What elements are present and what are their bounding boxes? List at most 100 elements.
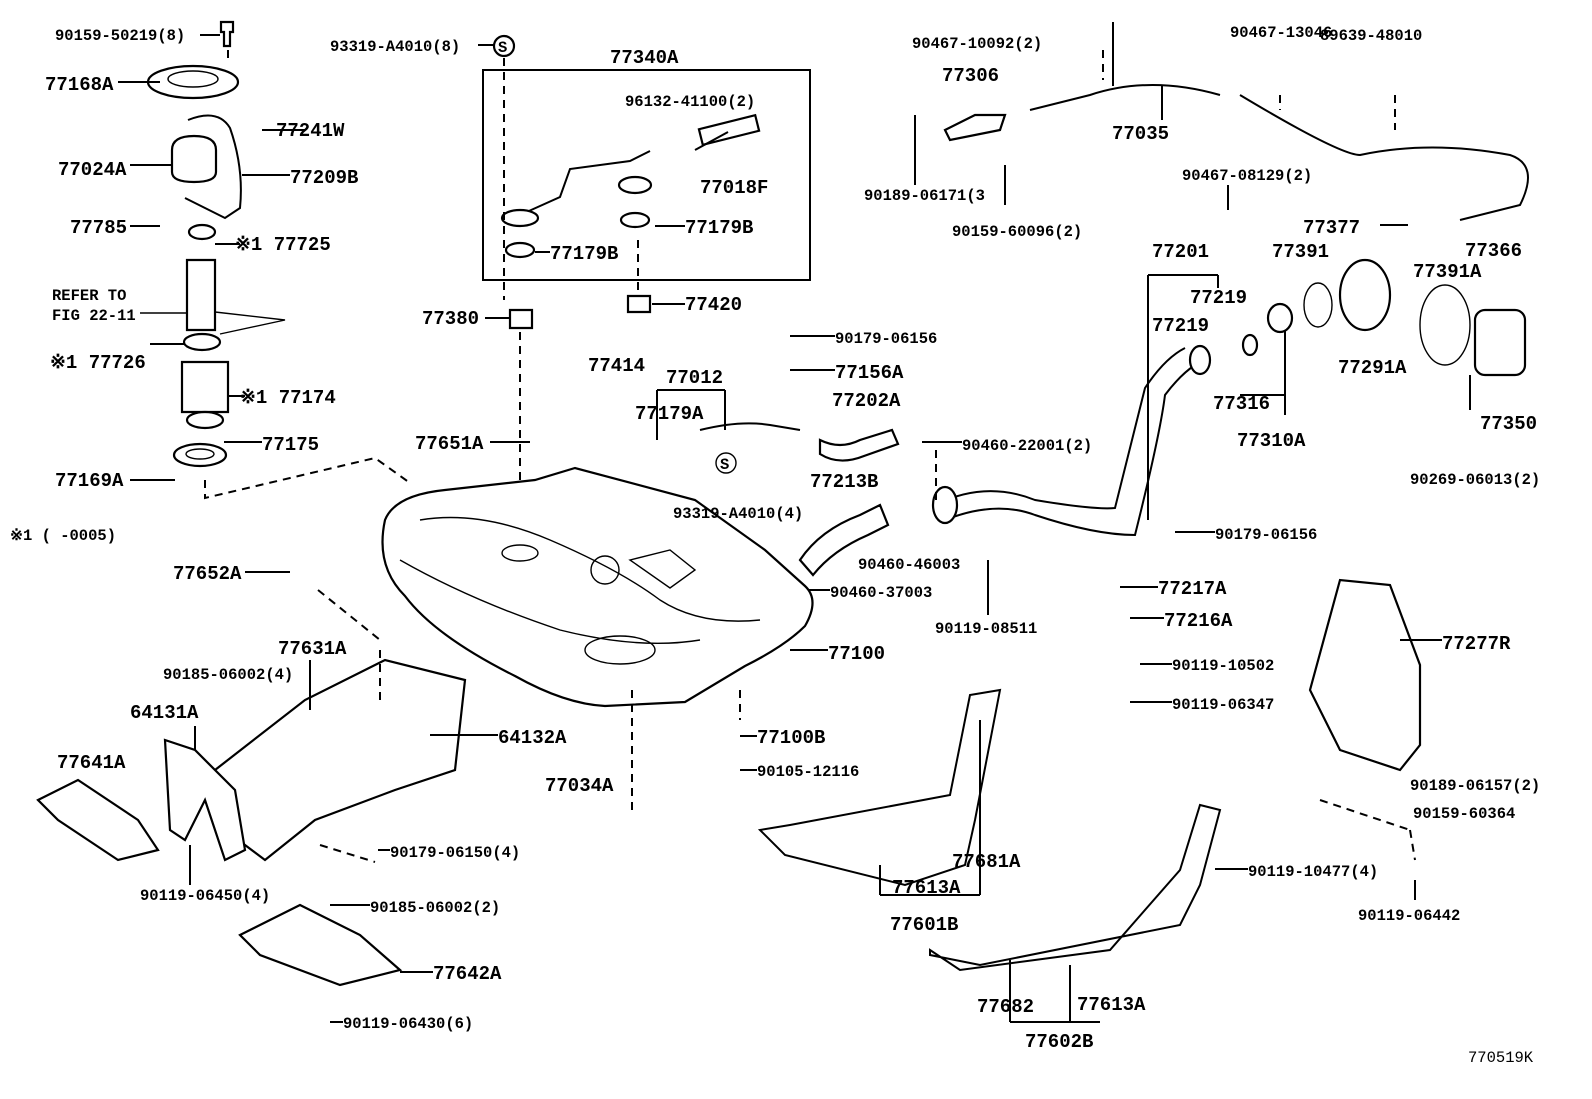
- bracket-64131A: [163, 738, 247, 862]
- part-label: 77366: [1465, 240, 1522, 262]
- part-label: 77340A: [610, 47, 679, 69]
- heat-insulator-77641A: [36, 778, 160, 862]
- fuel-filler-door-77350: [1473, 308, 1527, 377]
- part-label: 77168A: [45, 74, 114, 96]
- ring-77391: [1303, 282, 1333, 328]
- refer-note-line1: REFER TO: [52, 287, 126, 305]
- part-label: ※1 77725: [235, 234, 331, 256]
- part-label: 77100B: [757, 727, 825, 749]
- part-label: 77024A: [58, 159, 127, 181]
- part-label: 90119-06450(4): [140, 887, 270, 905]
- figure-code: 770519K: [1468, 1049, 1534, 1067]
- strap-77601B: [757, 688, 1002, 887]
- part-label: 77414: [588, 355, 645, 377]
- part-label: 90460-37003: [830, 584, 932, 602]
- part-label: 77277R: [1442, 633, 1511, 655]
- part-label: 77391A: [1413, 261, 1482, 283]
- part-label: 77613A: [1077, 994, 1146, 1016]
- part-label: 90159-60364: [1413, 805, 1515, 823]
- grommet-77380: [508, 308, 534, 330]
- part-label: 77100: [828, 643, 885, 665]
- s-marker: S: [498, 39, 507, 57]
- hose-77018F: [697, 113, 761, 147]
- fuel-tank-77100: [381, 466, 814, 708]
- part-label: 90159-60096(2): [952, 223, 1082, 241]
- bolt-90159-50219: [219, 20, 235, 48]
- part-label: 90467-08129(2): [1182, 167, 1312, 185]
- part-label: 90119-06347: [1172, 696, 1274, 714]
- part-label: 89639-48010: [1320, 27, 1422, 45]
- part-label: 77213B: [810, 471, 878, 493]
- part-label: 77316: [1213, 393, 1270, 415]
- gasket-77726: [182, 332, 222, 352]
- part-label: 77642A: [433, 963, 502, 985]
- part-label: 77651A: [415, 433, 484, 455]
- ring-77391A: [1419, 284, 1471, 366]
- lever-77306: [943, 113, 1007, 142]
- part-label: 77241W: [276, 120, 345, 142]
- part-label: 77306: [942, 65, 999, 87]
- part-label: 77601B: [890, 914, 958, 936]
- part-label: 90119-10477(4): [1248, 863, 1378, 881]
- part-label: 77380: [422, 308, 479, 330]
- part-label: 90467-13046: [1230, 24, 1332, 42]
- part-label: 77179B: [685, 217, 753, 239]
- part-label: 77391: [1272, 241, 1329, 263]
- cap-77291A: [1338, 258, 1392, 332]
- part-label: 90179-06150(4): [390, 844, 520, 862]
- heat-insulator-77642A: [238, 903, 403, 987]
- part-label: 77201: [1152, 241, 1209, 263]
- part-label: 77034A: [545, 775, 614, 797]
- part-label: 90179-06156: [1215, 526, 1317, 544]
- part-label: 77169A: [55, 470, 124, 492]
- part-label: 77420: [685, 294, 742, 316]
- part-label: 77219: [1190, 287, 1247, 309]
- shield-77631A: [213, 658, 467, 862]
- clip-77175: [185, 410, 225, 430]
- part-label: ※1 77174: [240, 387, 336, 409]
- part-label: 90467-10092(2): [912, 35, 1042, 53]
- leader-lines: [118, 22, 1471, 1023]
- sender-assembly-box-77340A: [482, 69, 811, 281]
- part-labels: 90159-50219(8) 77168A 77241W 77024A 77209B 77…: [45, 24, 1540, 1053]
- fuel-pump: [185, 258, 217, 332]
- part-label: 77156A: [835, 362, 904, 384]
- part-label: 77613A: [892, 877, 961, 899]
- part-label: 90119-06442: [1358, 907, 1460, 925]
- part-label: 90119-08511: [935, 620, 1037, 638]
- footnote: ※1 ( -0005): [10, 527, 116, 545]
- part-label: 77681A: [952, 851, 1021, 873]
- gasket-77169A: [172, 442, 228, 468]
- fuel-filter-77024A: [170, 134, 218, 184]
- part-label: 90159-50219(8): [55, 27, 185, 45]
- part-label: 77602B: [1025, 1031, 1093, 1053]
- part-label: 90119-06430(6): [343, 1015, 473, 1033]
- part-label: 90460-22001(2): [962, 437, 1092, 455]
- part-label: 77035: [1112, 123, 1169, 145]
- part-label: 77350: [1480, 413, 1537, 435]
- part-label: 77216A: [1164, 610, 1233, 632]
- s-marker: S: [720, 456, 729, 474]
- part-label: ※1 77726: [50, 352, 146, 374]
- part-label: 64132A: [498, 727, 567, 749]
- filter-77174: [180, 360, 230, 414]
- part-label: 77641A: [57, 752, 126, 774]
- hose-77213B: [798, 503, 890, 577]
- part-label: 77179B: [550, 243, 618, 265]
- part-label: 77175: [262, 434, 319, 456]
- part-label: 77202A: [832, 390, 901, 412]
- refer-note-line2: FIG 22-11: [52, 307, 136, 325]
- part-label: 90460-46003: [858, 556, 960, 574]
- protector-77277R: [1308, 578, 1422, 772]
- part-label: 77219: [1152, 315, 1209, 337]
- part-label: 77682: [977, 996, 1034, 1018]
- part-label: 77217A: [1158, 578, 1227, 600]
- part-label: 90185-06002(4): [163, 666, 293, 684]
- part-label: 93319-A4010(8): [330, 38, 460, 56]
- part-label: 90269-06013(2): [1410, 471, 1540, 489]
- part-label: 77631A: [278, 638, 347, 660]
- part-label: 77209B: [290, 167, 358, 189]
- part-label: 77377: [1303, 217, 1360, 239]
- part-label: 90189-06171(3: [864, 187, 985, 205]
